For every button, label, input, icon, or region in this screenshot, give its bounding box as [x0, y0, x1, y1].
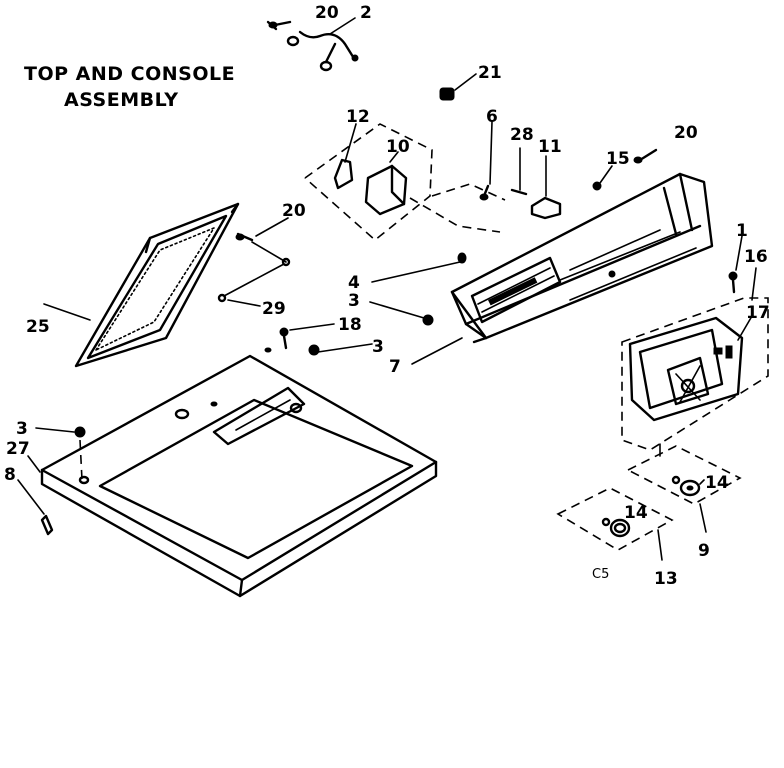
part-3-nut-console [369, 301, 434, 326]
part-8-clip [17, 479, 54, 536]
label-18: 18 [338, 315, 362, 335]
part-20-screw-top [266, 20, 292, 31]
part-12-clip [333, 123, 357, 190]
label-10: 10 [386, 137, 410, 157]
part-2-wire-harness [286, 17, 359, 72]
part-20-screw-left [235, 217, 289, 263]
part-16-leader [751, 267, 757, 301]
part-28-pin [510, 147, 528, 196]
label-20-top: 20 [315, 3, 339, 23]
part-9-knob [671, 475, 707, 533]
part-1-screw [728, 235, 743, 294]
part-25-panel [43, 202, 240, 368]
label-20-right: 20 [674, 123, 698, 143]
label-27: 27 [6, 439, 30, 459]
part-29-wire [217, 257, 291, 307]
part-21-cap [439, 73, 477, 101]
part-20-screw-right [633, 148, 658, 164]
label-20-left: 20 [282, 201, 306, 221]
part-11-bracket [530, 155, 562, 220]
part-15-screw [592, 165, 613, 191]
diagram-title-line1: TOP AND CONSOLE [24, 63, 235, 85]
label-9: 9 [698, 541, 710, 561]
part-13-knob [601, 517, 663, 561]
part-4-screw [371, 252, 467, 283]
part-10-switch-block [364, 151, 408, 216]
label-16: 16 [744, 247, 768, 267]
label-14-upper: 14 [705, 473, 729, 493]
label-21: 21 [478, 63, 502, 83]
part-18-screw [279, 323, 335, 350]
label-7: 7 [389, 357, 401, 377]
label-3-mid: 3 [372, 337, 384, 357]
label-8: 8 [4, 465, 16, 485]
label-4: 4 [348, 273, 360, 293]
label-3-console: 3 [348, 291, 360, 311]
label-3-left: 3 [16, 419, 28, 439]
label-1: 1 [736, 221, 748, 241]
label-11: 11 [538, 137, 562, 157]
label-14-lower: 14 [624, 503, 648, 523]
label-13: 13 [654, 569, 678, 589]
label-29: 29 [262, 299, 286, 319]
label-6: 6 [486, 107, 498, 127]
label-28: 28 [510, 125, 534, 145]
label-15: 15 [606, 149, 630, 169]
part-17-control-board [628, 315, 753, 422]
part-3-nut-mid [308, 343, 373, 356]
label-12: 12 [346, 107, 370, 127]
part-7-console [411, 172, 714, 365]
part-3-nut-left [35, 426, 86, 438]
part-6-screw [479, 121, 493, 201]
part-27-leader [27, 455, 41, 473]
diagram-title-line2: ASSEMBLY [64, 89, 179, 111]
diagram-code: C5 [592, 567, 609, 582]
label-25: 25 [26, 317, 50, 337]
label-2: 2 [360, 3, 372, 23]
label-17: 17 [746, 303, 770, 323]
top-panel [40, 347, 438, 598]
